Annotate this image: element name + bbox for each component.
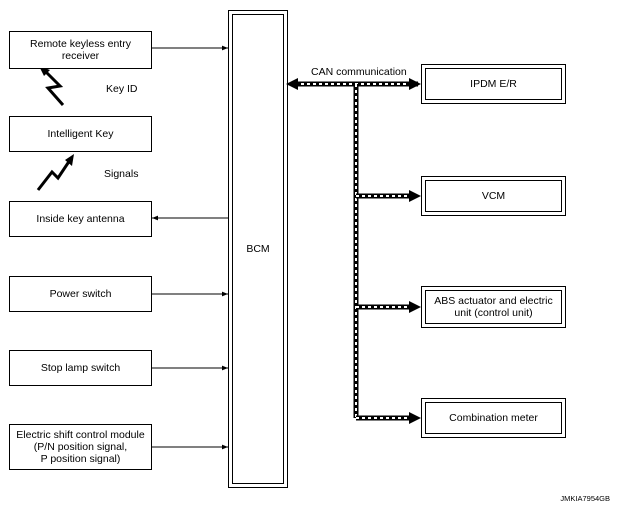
inside-key-antenna-label: Inside key antenna [36, 213, 125, 225]
intelligent-key-box: Intelligent Key [9, 116, 152, 152]
abs-line1: ABS actuator and electric [434, 295, 553, 307]
shift-module-line1: Electric shift control module [16, 429, 145, 441]
bcm-box: BCM [228, 10, 288, 488]
vcm-inner: VCM [425, 180, 562, 212]
combination-meter-inner: Combination meter [425, 402, 562, 434]
key-id-lightning-icon [39, 66, 65, 106]
remote-keyless-receiver-label: Remote keyless entry receiver [30, 38, 131, 62]
bcm-label: BCM [246, 243, 270, 255]
signals-lightning-icon [36, 154, 74, 191]
bcm-inner: BCM [232, 14, 284, 484]
stop-lamp-switch-label: Stop lamp switch [40, 362, 121, 374]
vcm-box: VCM [421, 176, 566, 216]
power-switch-box: Power switch [9, 276, 152, 312]
power-switch-label: Power switch [49, 288, 112, 300]
abs-box: ABS actuator and electric unit (control … [421, 286, 566, 328]
combination-meter-label: Combination meter [449, 412, 538, 424]
shift-control-module-box: Electric shift control module (P/N posit… [9, 424, 152, 470]
figure-code: JMKIA7954GB [560, 494, 610, 503]
ipdm-label: IPDM E/R [470, 78, 517, 90]
abs-line2: unit (control unit) [454, 307, 533, 319]
shift-module-line3: P position signal) [40, 453, 121, 465]
can-bus [286, 78, 421, 424]
ipdm-box: IPDM E/R [421, 64, 566, 104]
shift-module-line2: (P/N position signal, [33, 441, 128, 453]
abs-inner: ABS actuator and electric unit (control … [425, 290, 562, 324]
combination-meter-box: Combination meter [421, 398, 566, 438]
stop-lamp-switch-box: Stop lamp switch [9, 350, 152, 386]
ipdm-inner: IPDM E/R [425, 68, 562, 100]
remote-keyless-receiver-box: Remote keyless entry receiver [9, 31, 152, 69]
key-id-label: Key ID [106, 83, 138, 95]
can-communication-label: CAN communication [311, 66, 407, 78]
inside-key-antenna-box: Inside key antenna [9, 201, 152, 237]
signals-label: Signals [104, 168, 139, 180]
vcm-label: VCM [481, 190, 506, 202]
intelligent-key-label: Intelligent Key [47, 128, 114, 140]
